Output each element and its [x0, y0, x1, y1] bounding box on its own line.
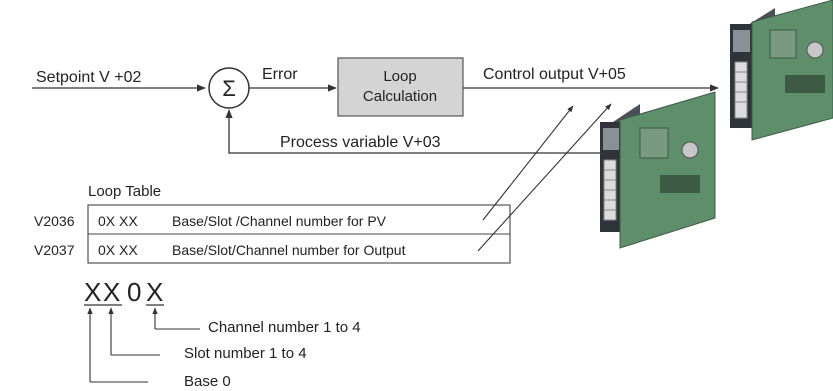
loop-table-title: Loop Table	[88, 183, 161, 200]
channel-leader: Channel number 1 to 4	[152, 307, 361, 336]
row-address: V2037	[34, 242, 75, 258]
row-address: V2036	[34, 213, 75, 229]
base-label: Base 0	[184, 373, 231, 390]
setpoint-signal: Setpoint V +02	[32, 69, 206, 92]
process-variable-feedback: Process variable V+03	[225, 109, 600, 154]
output-pointer-line	[477, 103, 612, 252]
analog-input-module-image	[600, 91, 716, 249]
control-output-label: Control output V+05	[483, 66, 626, 83]
slot-label: Slot number 1 to 4	[184, 345, 307, 362]
calc-label-line2: Calculation	[363, 88, 437, 105]
error-signal: Error	[249, 66, 337, 92]
channel-label: Channel number 1 to 4	[208, 319, 361, 336]
loop-table	[87, 204, 511, 264]
calc-label-line1: Loop	[383, 68, 416, 85]
base-leader: Base 0	[87, 307, 231, 390]
pv-pointer-line	[482, 105, 574, 221]
address-format: X X 0 X	[84, 277, 164, 307]
format-char-slot: X	[103, 277, 120, 307]
format-char-channel: X	[146, 277, 163, 307]
format-char-base: X	[84, 277, 101, 307]
summing-junction: Σ	[208, 67, 250, 109]
sigma-symbol: Σ	[222, 76, 236, 101]
row-description: Base/Slot/Channel number for Output	[172, 242, 406, 258]
loop-calculation-box: Loop Calculation	[337, 57, 464, 117]
setpoint-label: Setpoint V +02	[36, 69, 142, 86]
row-code: 0X XX	[98, 242, 138, 258]
table-row: V2037 0X XX Base/Slot/Channel number for…	[34, 242, 406, 258]
table-row: V2036 0X XX Base/Slot /Channel number fo…	[34, 213, 387, 229]
format-char-zero: 0	[127, 277, 141, 307]
slot-leader: Slot number 1 to 4	[108, 307, 307, 362]
control-output-signal: Control output V+05	[463, 66, 719, 92]
process-variable-label: Process variable V+03	[280, 134, 441, 151]
row-description: Base/Slot /Channel number for PV	[172, 213, 387, 229]
analog-output-module-image	[730, 0, 833, 141]
error-label: Error	[262, 66, 298, 83]
row-code: 0X XX	[98, 213, 138, 229]
